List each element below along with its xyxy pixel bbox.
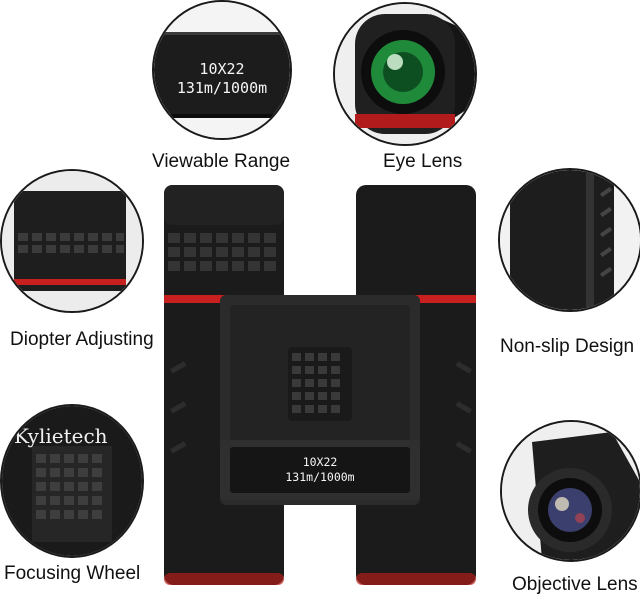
non-slip-design-label: Non-slip Design [500,336,635,357]
focusing-wheel-brand: Kylietech [14,424,108,448]
focusing-wheel-callout: Kylietech [0,404,144,558]
diopter-closeup [2,171,142,311]
focusing-wheel-label: Focusing Wheel [4,563,141,584]
diopter-adjusting-label: Diopter Adjusting [10,329,154,350]
binoculars-product-image: 10X22 131m/1000m [160,185,480,595]
bridge-spec-magnification: 10X22 [302,455,338,469]
eye-lens-label: Eye Lens [383,151,463,172]
non-slip-design-callout [498,168,640,312]
objective-lens-label: Objective Lens [512,574,638,595]
objective-lens-closeup [502,422,640,560]
viewable-range-closeup [154,2,290,138]
diopter-adjusting-callout [0,169,144,313]
viewable-range-magnification: 10X22 [199,60,245,78]
eye-lens-closeup [335,4,475,144]
non-slip-closeup [500,170,640,310]
bridge-spec-field: 131m/1000m [285,470,355,484]
binoculars-illustration [164,185,476,585]
eye-lens-callout [333,2,477,146]
focusing-wheel-closeup [2,406,142,556]
viewable-range-field: 131m/1000m [176,79,268,97]
objective-lens-callout [500,420,640,562]
viewable-range-label: Viewable Range [152,151,291,172]
viewable-range-callout: 10X22 131m/1000m [152,0,292,140]
